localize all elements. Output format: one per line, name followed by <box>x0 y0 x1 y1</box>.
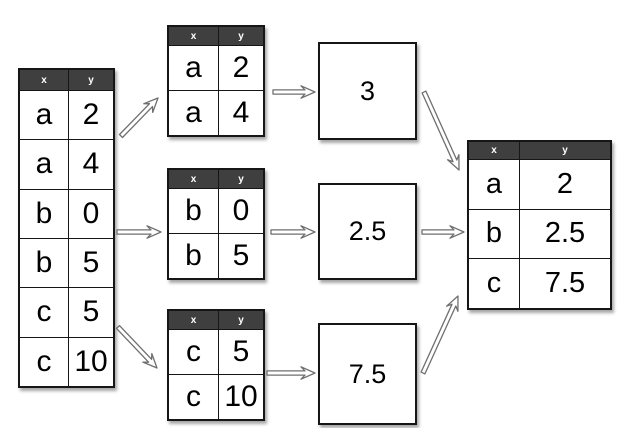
apply-arrow-a <box>272 85 316 99</box>
group-c-header-y: y <box>218 311 263 329</box>
group-a-header-x: x <box>169 27 218 45</box>
combine-arrow-c <box>420 295 459 375</box>
table-cell: b <box>20 188 68 238</box>
table-cell: 0 <box>68 188 113 238</box>
table-cell: 5 <box>68 237 113 288</box>
group-b-header-y: y <box>218 170 263 188</box>
table-cell: 5 <box>68 287 113 337</box>
table-cell: 5 <box>218 329 263 374</box>
table-cell: 5 <box>218 233 263 278</box>
table-cell: 2 <box>218 45 263 90</box>
table-cell: a <box>169 90 218 135</box>
table-cell: c <box>469 258 519 308</box>
table-cell: a <box>20 139 68 189</box>
group-table-a: x y a 2 a 4 <box>167 25 265 137</box>
summary-box-a: 3 <box>318 42 417 140</box>
split-arrow-c <box>115 324 158 369</box>
apply-arrow-c <box>266 366 316 380</box>
source-header-x: x <box>20 70 68 90</box>
group-c-header-x: x <box>169 311 218 329</box>
table-cell: c <box>20 287 68 337</box>
combine-arrow-a <box>421 90 460 171</box>
table-cell: 0 <box>218 188 263 233</box>
table-cell: a <box>469 159 519 209</box>
table-cell: 10 <box>68 336 113 386</box>
split-arrow-a <box>118 97 159 139</box>
summary-box-b: 2.5 <box>318 183 417 280</box>
split-arrow-b <box>116 225 162 239</box>
table-cell: b <box>169 188 218 233</box>
source-header-y: y <box>68 70 113 90</box>
group-a-header-y: y <box>218 27 263 45</box>
group-table-c: x y c 5 c 10 <box>167 309 265 421</box>
group-b-header-x: x <box>169 170 218 188</box>
table-cell: b <box>169 233 218 278</box>
table-cell: 2 <box>519 159 610 209</box>
table-cell: b <box>469 208 519 259</box>
table-cell: c <box>169 374 218 419</box>
combined-table: x y a 2 b 2.5 c 7.5 <box>467 140 612 310</box>
table-cell: c <box>20 336 68 386</box>
table-cell: a <box>169 45 218 90</box>
table-cell: 10 <box>218 374 263 419</box>
table-cell: 2 <box>68 90 113 140</box>
combined-header-y: y <box>519 142 610 159</box>
table-cell: 2.5 <box>519 208 610 259</box>
source-table: x y a 2 a 4 b 0 b 5 c 5 c 10 <box>18 68 115 388</box>
table-cell: b <box>20 237 68 288</box>
combine-arrow-b <box>421 225 465 239</box>
group-table-b: x y b 0 b 5 <box>167 168 265 280</box>
summary-box-c: 7.5 <box>318 323 417 425</box>
combined-header-x: x <box>469 142 519 159</box>
table-cell: 4 <box>68 139 113 189</box>
table-cell: 4 <box>218 90 263 135</box>
table-cell: 7.5 <box>519 258 610 308</box>
apply-arrow-b <box>270 225 316 239</box>
table-cell: c <box>169 329 218 374</box>
table-cell: a <box>20 90 68 140</box>
